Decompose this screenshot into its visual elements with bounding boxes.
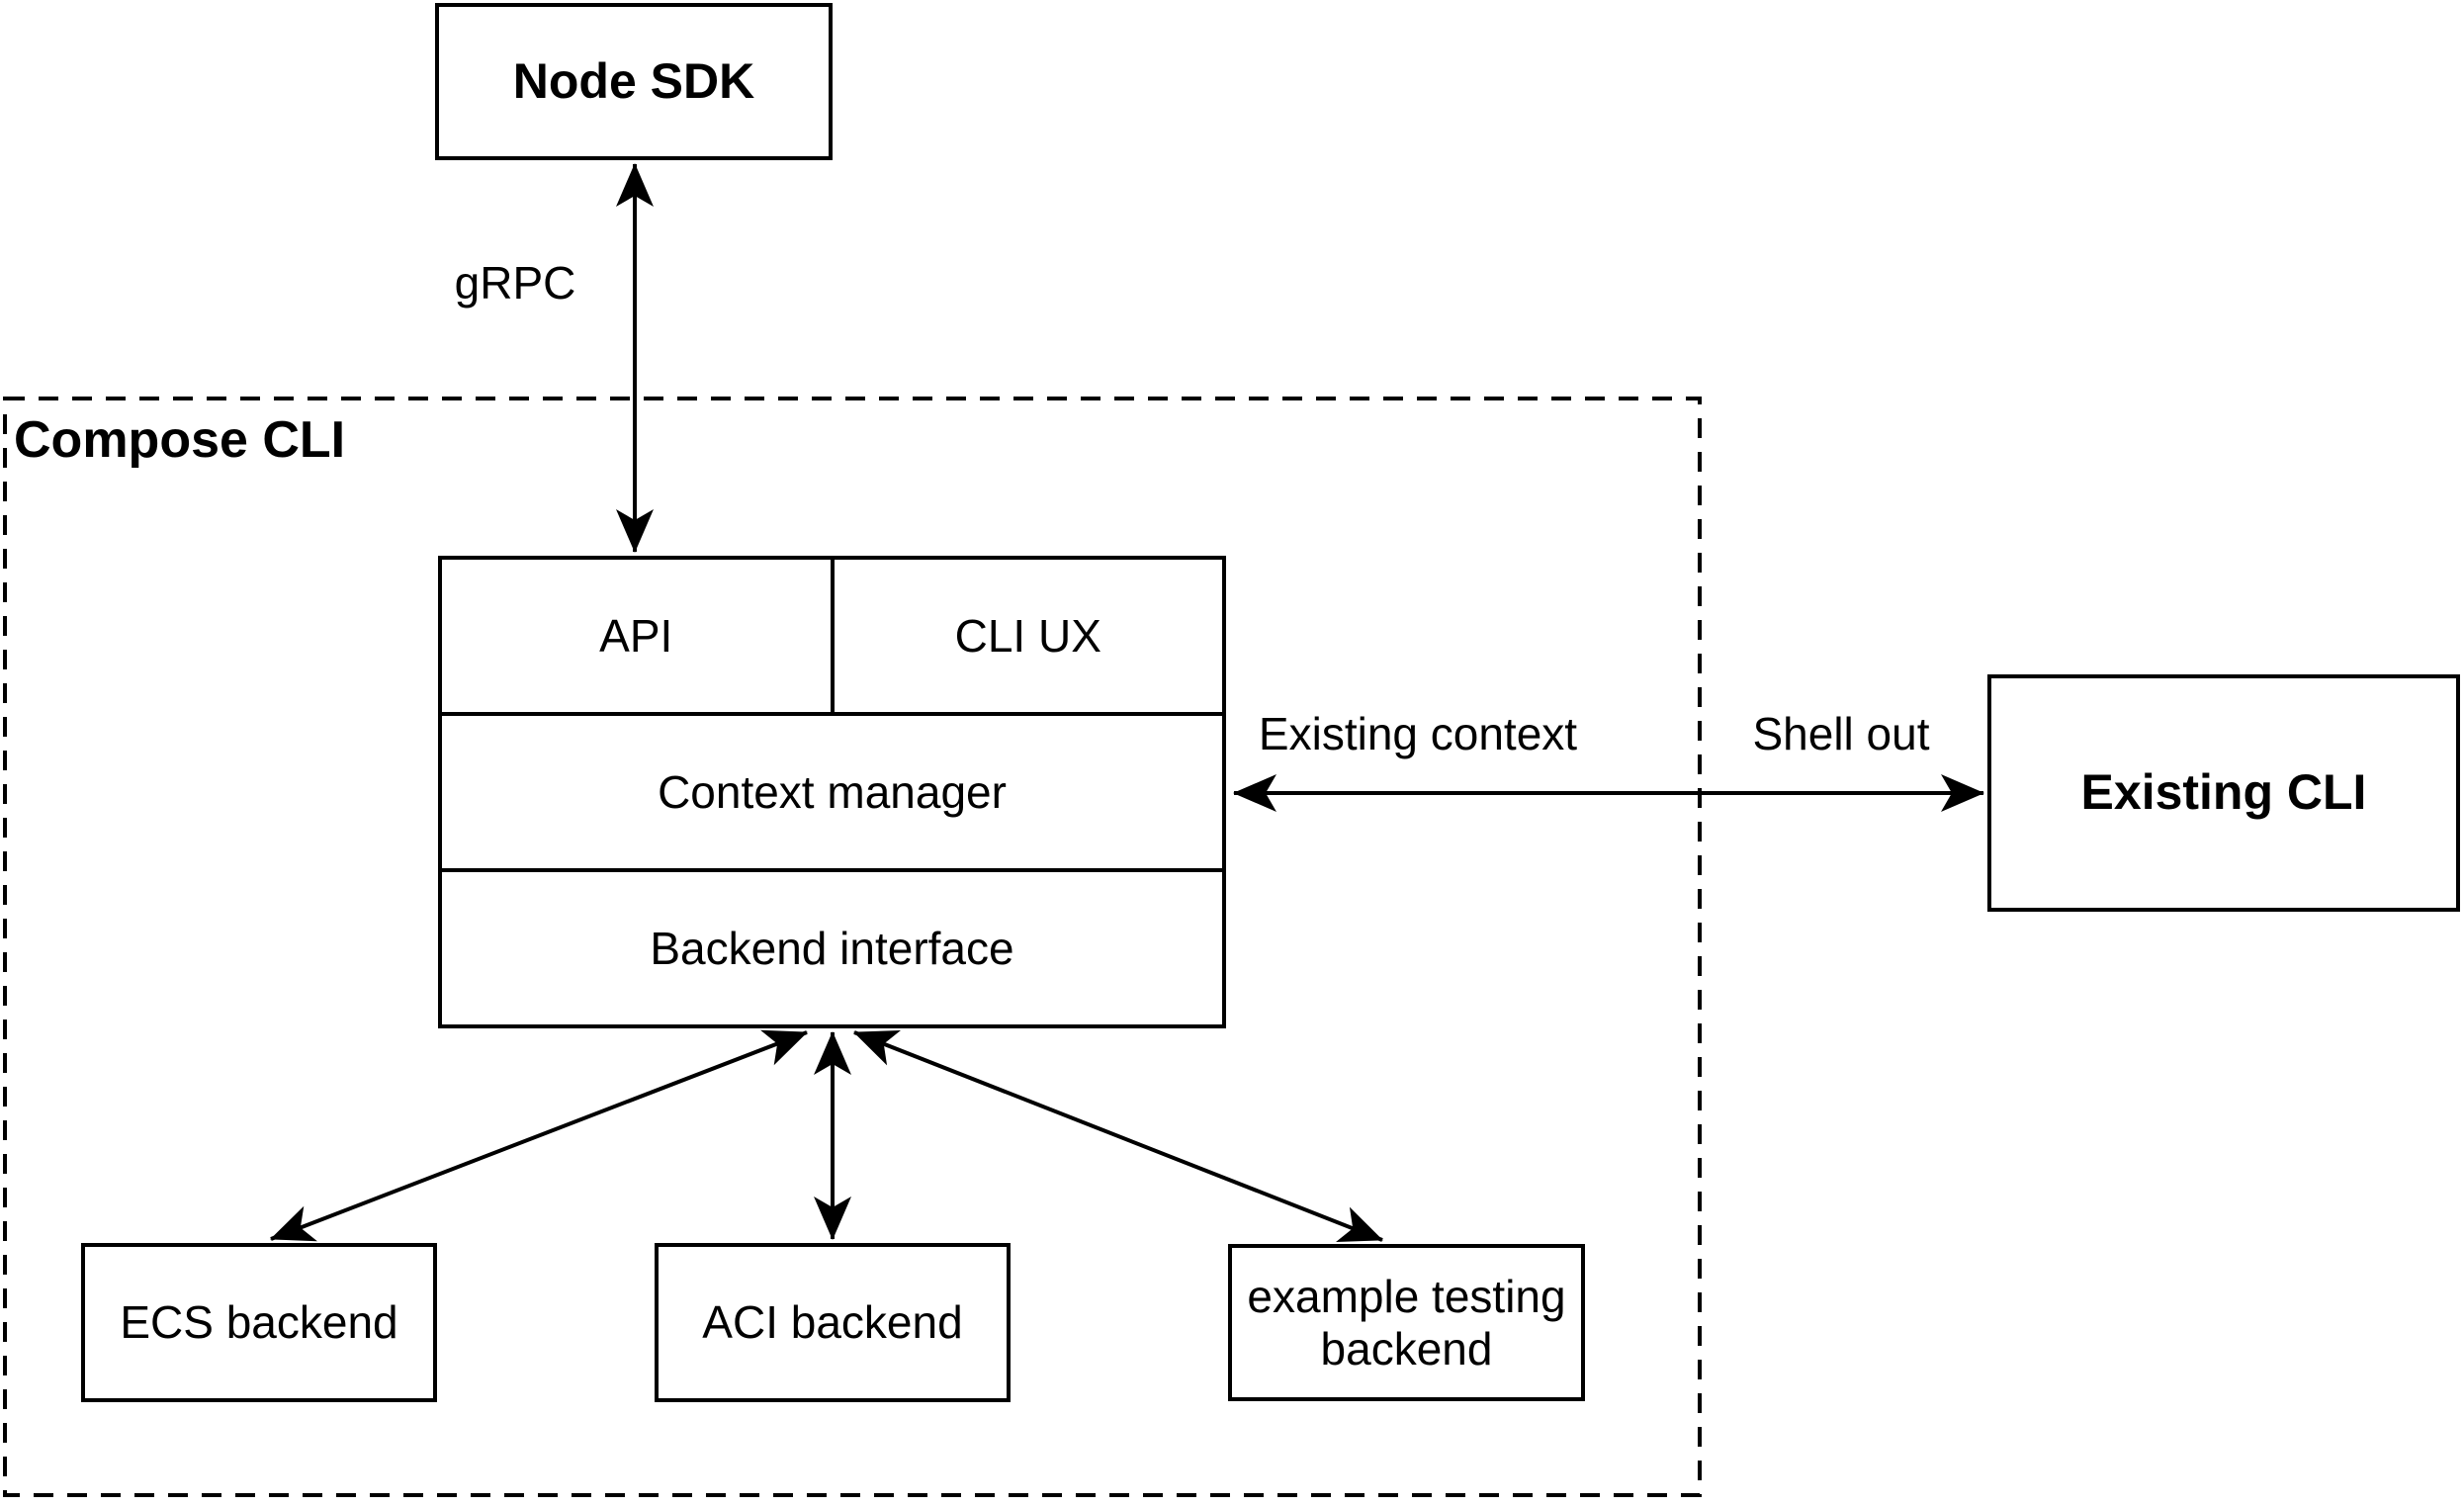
aci-backend-label: ACI backend: [702, 1296, 963, 1349]
cli-ux-cell: CLI UX: [835, 560, 1223, 712]
api-label: API: [599, 609, 673, 662]
aci-backend-box: ACI backend: [655, 1243, 1011, 1402]
cli-ux-label: CLI UX: [954, 609, 1101, 662]
compose-cli-container: [3, 397, 1702, 1497]
backend-interface-cell: Backend interface: [442, 872, 1222, 1024]
context-manager-cell: Context manager: [442, 716, 1222, 868]
context-manager-label: Context manager: [658, 765, 1007, 818]
stack-row-top: API CLI UX: [442, 560, 1222, 716]
grpc-label: gRPC: [454, 257, 576, 309]
backend-interface-row: Backend interface: [442, 872, 1222, 1024]
api-cell: API: [442, 560, 835, 712]
existing-context-label: Existing context: [1258, 708, 1578, 759]
example-testing-backend-label: example testing backend: [1247, 1270, 1566, 1374]
compose-cli-stack-box: API CLI UX Context manager Backend inter…: [438, 556, 1226, 1028]
example-testing-backend-box: example testing backend: [1228, 1244, 1585, 1401]
shell-out-label: Shell out: [1752, 708, 1930, 759]
existing-cli-label: Existing CLI: [2080, 764, 2367, 821]
node-sdk-box: Node SDK: [435, 3, 833, 160]
backend-interface-label: Backend interface: [650, 922, 1014, 974]
ecs-backend-box: ECS backend: [81, 1243, 437, 1402]
backend-arrow-testing: [853, 1030, 1383, 1242]
context-manager-row: Context manager: [442, 716, 1222, 872]
existing-cli-box: Existing CLI: [1987, 674, 2460, 912]
backend-arrow-ecs: [270, 1029, 808, 1242]
node-sdk-label: Node SDK: [512, 52, 755, 109]
compose-cli-label: Compose CLI: [14, 412, 352, 468]
ecs-backend-label: ECS backend: [120, 1296, 398, 1349]
